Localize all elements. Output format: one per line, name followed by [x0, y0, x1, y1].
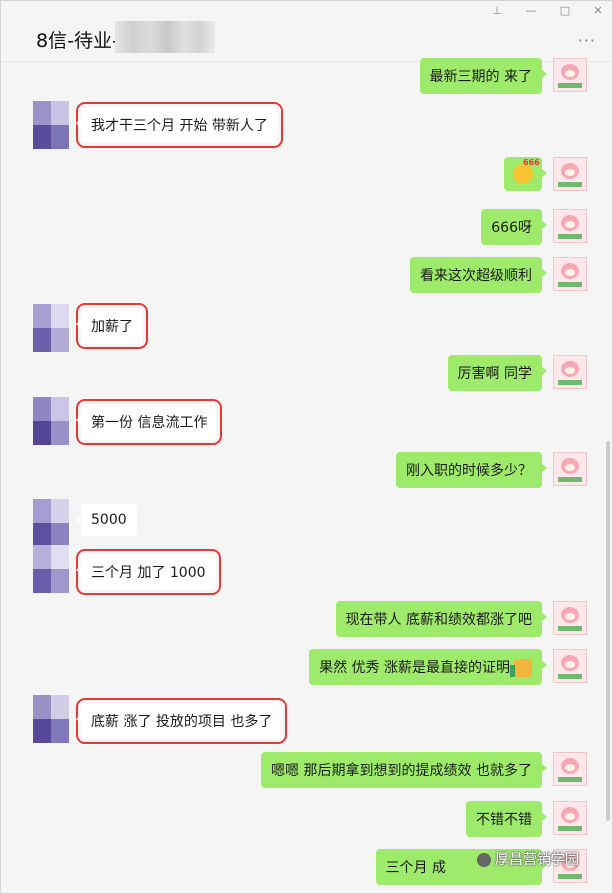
avatar[interactable]	[33, 499, 69, 547]
avatar[interactable]	[553, 157, 587, 191]
avatar[interactable]	[33, 545, 69, 593]
message-bubble[interactable]: 第一份 信息流工作	[75, 399, 223, 445]
avatar[interactable]	[553, 452, 587, 486]
message-bubble[interactable]: 加薪了	[76, 303, 148, 349]
pin-icon[interactable]: ⊥	[492, 4, 502, 17]
message-bubble[interactable]: 底薪 涨了 投放的项目 也多了	[75, 698, 288, 744]
avatar[interactable]	[553, 849, 587, 883]
message-bubble[interactable]: 果然 优秀 涨薪是最直接的证明	[309, 649, 547, 685]
message-bubble[interactable]: 现在带人 底薪和绩效都涨了吧	[335, 601, 548, 637]
blurred-name-mask	[115, 21, 215, 53]
title-bar: 8信-待业- ⊥ — □ ✕ ···	[1, 1, 612, 62]
message-text: 果然 优秀 涨薪是最直接的证明	[319, 660, 510, 676]
avatar[interactable]	[553, 58, 587, 92]
avatar[interactable]	[33, 695, 69, 743]
message-bubble[interactable]: 看来这次超级顺利	[410, 257, 547, 293]
message-bubble[interactable]: 666呀	[481, 209, 547, 245]
message-bubble[interactable]: 不错不错	[466, 801, 547, 837]
chat-title: 8信-待业-	[36, 30, 119, 52]
message-bubble[interactable]: 5000	[76, 504, 137, 536]
scrollbar-thumb[interactable]	[606, 441, 610, 821]
close-icon[interactable]: ✕	[593, 4, 603, 17]
more-options-icon[interactable]: ···	[577, 31, 596, 50]
avatar[interactable]	[553, 752, 587, 786]
avatar[interactable]	[553, 209, 587, 243]
message-bubble[interactable]: 嗯嗯 那后期拿到想到的提成绩效 也就多了	[261, 752, 547, 788]
message-bubble[interactable]: 刚入职的时候多少？	[396, 452, 547, 488]
message-bubble[interactable]: 三个月 成	[375, 849, 548, 885]
minimize-icon[interactable]: —	[525, 4, 537, 17]
message-bubble[interactable]: 666	[504, 157, 547, 191]
avatar[interactable]	[553, 355, 587, 389]
thumbs-up-icon	[510, 659, 532, 677]
message-bubble[interactable]: 最新三期的 来了	[419, 58, 548, 94]
maximize-icon[interactable]: □	[559, 4, 571, 17]
avatar[interactable]	[33, 304, 69, 352]
message-bubble[interactable]: 厉害啊 同学	[447, 355, 548, 391]
watermark: 厚昌营销学园	[477, 849, 579, 869]
message-bubble[interactable]: 三个月 加了 1000	[76, 549, 221, 595]
avatar[interactable]	[33, 101, 69, 149]
avatar[interactable]	[33, 397, 69, 445]
avatar[interactable]	[553, 649, 587, 683]
666-emoji-icon: 666	[513, 158, 540, 184]
wechat-icon	[477, 853, 491, 867]
avatar[interactable]	[553, 801, 587, 835]
watermark-text: 厚昌营销学园	[495, 852, 579, 868]
message-bubble[interactable]: 我才干三个月 开始 带新人了	[76, 102, 283, 148]
avatar[interactable]	[553, 257, 587, 291]
avatar[interactable]	[553, 601, 587, 635]
scrollbar[interactable]	[604, 61, 612, 893]
